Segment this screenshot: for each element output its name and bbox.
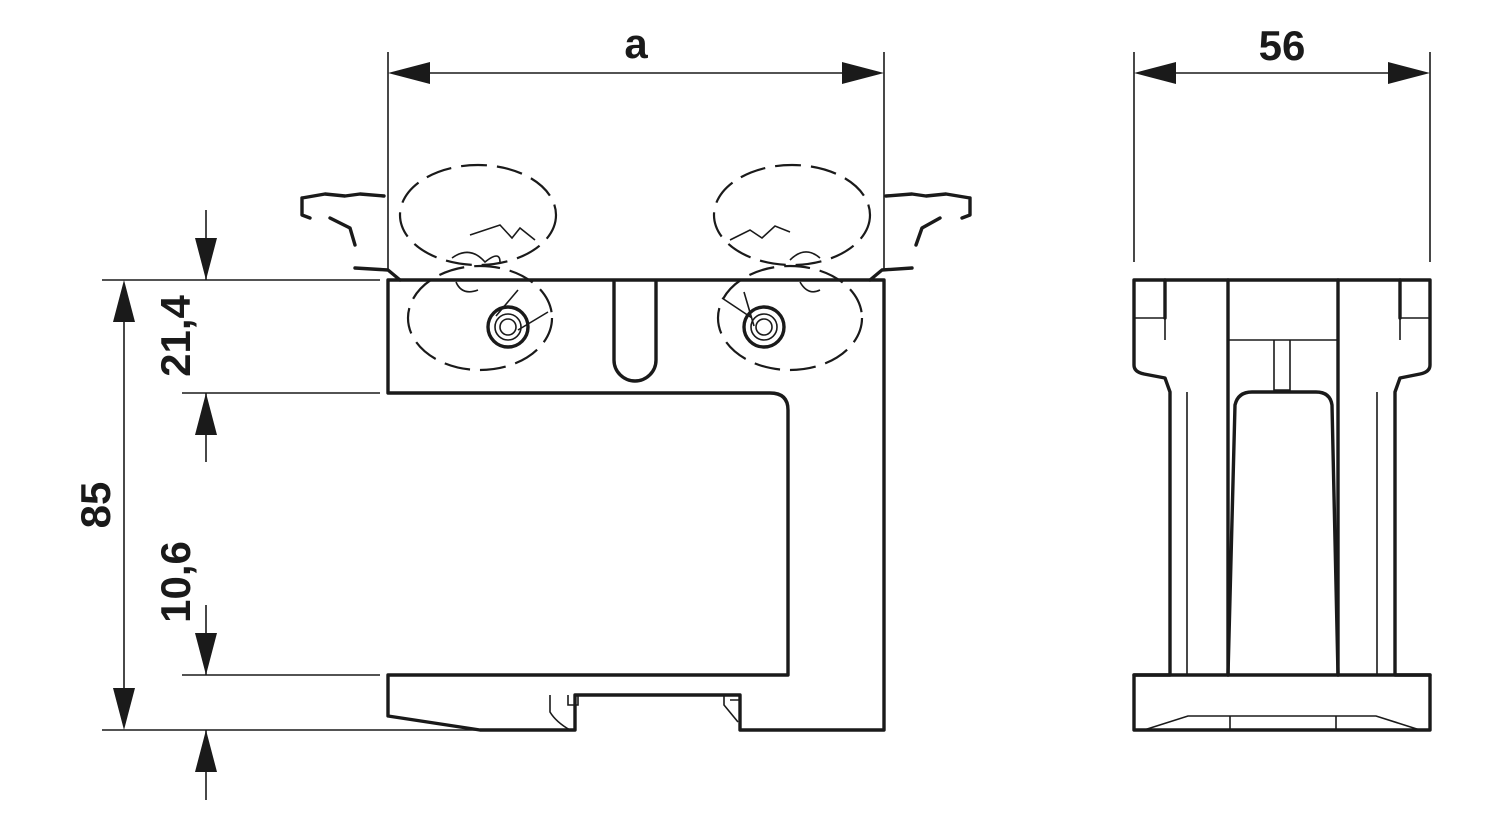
front-view-hidden-lever-right-lower [716, 264, 864, 372]
dimension-label-21-4: 21,4 [152, 294, 199, 376]
front-view-housing-outline [386, 278, 886, 732]
front-view-screw-right [721, 291, 786, 349]
front-view-hidden-lever-left-lower [406, 264, 554, 372]
side-view-base-detail [1143, 715, 1421, 731]
front-view-hidden-lever-right-upper [712, 163, 872, 267]
side-view: 56 [1132, 22, 1432, 732]
front-view-mount-clip-right [868, 192, 972, 282]
front-view-mount-clip-left [300, 192, 402, 282]
side-view-inner-walls-thin [1134, 317, 1430, 675]
front-view: a 85 21,4 10,6 [72, 20, 972, 800]
side-view-inner-walls [1163, 278, 1402, 677]
dimension-label-56: 56 [1259, 22, 1306, 69]
front-view-rail-clip-right [723, 695, 740, 723]
dimension-label-a: a [624, 20, 648, 67]
side-view-top-block [1132, 278, 1432, 732]
front-view-extension-lines [102, 52, 885, 731]
dimension-label-85: 85 [72, 482, 119, 529]
front-view-hidden-spring-right [729, 225, 821, 293]
front-view-hidden-lever-left-upper [398, 163, 558, 267]
dimension-label-10-6: 10,6 [152, 541, 199, 623]
front-view-center-slot [612, 280, 658, 383]
side-view-center-channel [1226, 390, 1340, 677]
side-view-extension-lines [1133, 52, 1431, 262]
front-view-rail-clip-left [549, 695, 579, 731]
front-view-screw-left [486, 289, 549, 349]
front-view-hidden-spring-left [451, 224, 536, 293]
